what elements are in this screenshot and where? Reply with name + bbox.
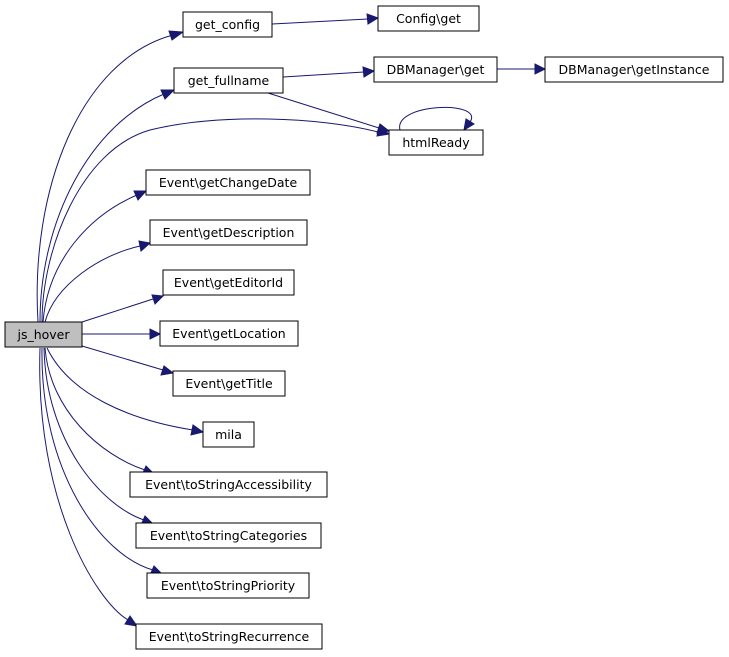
node-label-js-hover: js_hover [16, 327, 70, 342]
edge-arrow-get-config [168, 30, 185, 41]
node-event-gettitle[interactable]: Event\getTitle [172, 370, 286, 397]
node-label-event-tostringrecurrence: Event\toStringRecurrence [149, 629, 310, 644]
node-label-event-tostringcategories: Event\toStringCategories [150, 528, 307, 543]
edge-arrow-event-getdescription [138, 240, 152, 252]
edge-get-fullname-to-dbmanager-get [282, 71, 365, 78]
node-label-mila: mila [215, 427, 242, 442]
node-event-tostringpriority[interactable]: Event\toStringPriority [146, 572, 310, 599]
node-label-config-get: Config\get [396, 11, 461, 26]
edge-get-config-to-config-get [271, 18, 369, 25]
edge-arrow-event-tostringrecurrence [124, 615, 139, 627]
node-label-event-getdescription: Event\getDescription [163, 225, 295, 240]
node-label-dbmanager-getinstance: DBManager\getInstance [559, 62, 710, 77]
node-dbmanager-getinstance[interactable]: DBManager\getInstance [544, 56, 724, 83]
edge-arrow-dbmanager-getinstance [534, 63, 547, 75]
node-label-htmlready: htmlReady [402, 135, 470, 150]
node-mila[interactable]: mila [202, 421, 255, 448]
edge-js-hover-to-event-gettitle [81, 345, 164, 371]
nodes: js_hover get_config Config\get get_fulln… [4, 5, 724, 650]
node-event-tostringaccessibility[interactable]: Event\toStringAccessibility [129, 471, 328, 498]
node-label-event-geteditorid: Event\getEditorId [174, 275, 283, 290]
node-event-tostringcategories[interactable]: Event\toStringCategories [135, 522, 322, 549]
edge-js-hover-to-event-tostringaccessibility [44, 347, 146, 471]
edge-htmlready-self-loop [399, 106, 473, 131]
edge-arrow-event-gettitle [160, 365, 175, 376]
edge-arrow-config-get [366, 13, 380, 25]
node-event-tostringrecurrence[interactable]: Event\toStringRecurrence [135, 623, 323, 650]
edge-js-hover-to-mila [46, 347, 194, 431]
edges [36, 13, 547, 627]
node-htmlready[interactable]: htmlReady [388, 129, 484, 156]
edge-arrow-event-getlocation [149, 328, 162, 340]
edge-arrow-event-getchangedate [133, 190, 148, 201]
edge-js-hover-to-event-getdescription [44, 245, 141, 323]
node-label-get-config: get_config [195, 17, 260, 32]
node-label-event-tostringaccessibility: Event\toStringAccessibility [145, 477, 312, 492]
edge-js-hover-to-event-tostringrecurrence [39, 347, 129, 621]
edge-js-hover-to-event-tostringcategories [43, 347, 145, 521]
edge-get-fullname-to-htmlready [267, 92, 380, 129]
edge-arrow-event-geteditorid [151, 294, 165, 305]
node-label-event-getlocation: Event\getLocation [172, 326, 285, 341]
edge-arrow-htmlready-self [463, 118, 475, 131]
node-label-dbmanager-get: DBManager\get [387, 62, 485, 77]
edge-js-hover-to-event-getchangedate [42, 194, 138, 323]
edge-js-hover-to-event-tostringpriority [41, 347, 154, 571]
edge-js-hover-to-get-fullname [39, 93, 165, 323]
node-js-hover[interactable]: js_hover [4, 321, 83, 348]
node-label-event-tostringpriority: Event\toStringPriority [161, 578, 296, 593]
edge-js-hover-to-htmlready [41, 118, 379, 323]
node-event-getchangedate[interactable]: Event\getChangeDate [145, 169, 311, 196]
edge-arrow-get-fullname [160, 89, 176, 100]
edge-arrow-htmlready-from-get-fullname [376, 123, 391, 134]
node-label-get-fullname: get_fullname [188, 73, 270, 88]
edge-js-hover-to-get-config [36, 34, 174, 323]
node-label-event-gettitle: Event\getTitle [185, 376, 273, 391]
node-config-get[interactable]: Config\get [377, 5, 480, 32]
edge-arrow-mila [190, 424, 205, 436]
edge-arrow-dbmanager-get [362, 66, 376, 78]
node-label-event-getchangedate: Event\getChangeDate [159, 175, 298, 190]
node-event-geteditorid[interactable]: Event\getEditorId [162, 269, 295, 296]
edge-js-hover-to-event-geteditorid [81, 298, 154, 323]
node-get-config[interactable]: get_config [182, 11, 273, 38]
node-get-fullname[interactable]: get_fullname [173, 67, 284, 94]
node-dbmanager-get[interactable]: DBManager\get [373, 56, 498, 83]
node-event-getdescription[interactable]: Event\getDescription [149, 219, 308, 246]
node-event-getlocation[interactable]: Event\getLocation [159, 320, 299, 347]
